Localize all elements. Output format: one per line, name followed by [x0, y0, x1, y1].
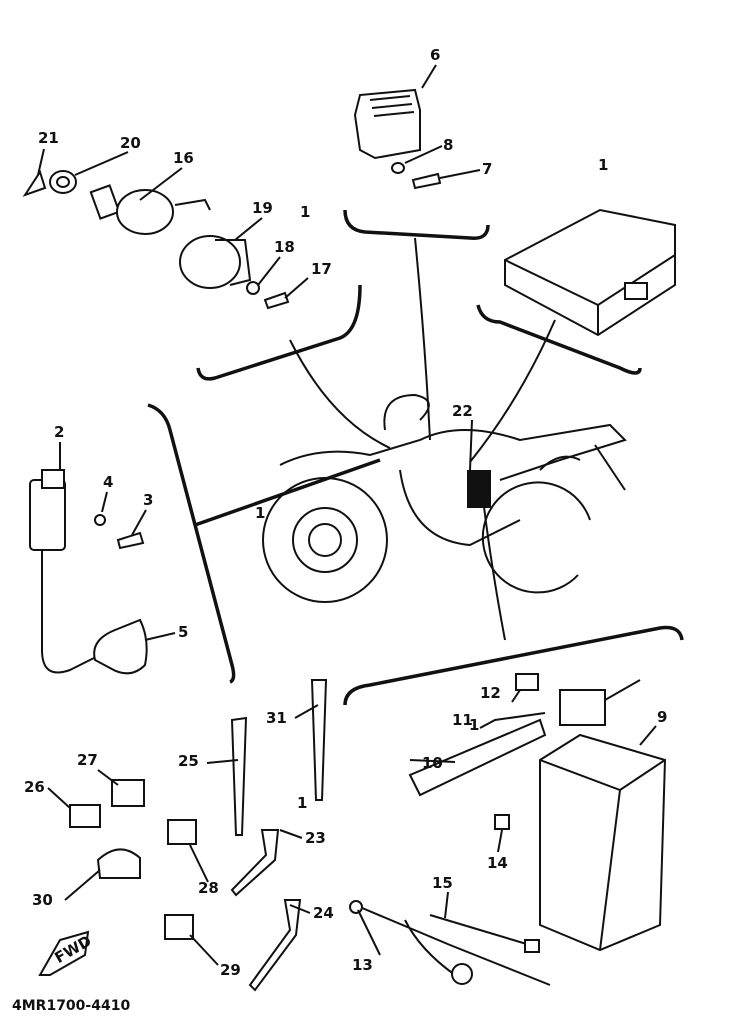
callout: 13	[352, 956, 373, 974]
callout: 1	[598, 156, 608, 174]
callout: 28	[198, 879, 219, 897]
bracket-cdi	[476, 304, 642, 375]
callout: 26	[24, 778, 45, 796]
bracket-ignition-coil	[147, 403, 236, 684]
callout: 3	[143, 491, 153, 509]
bands-and-clamps	[69, 679, 328, 992]
callout: 24	[313, 904, 334, 922]
callout: 11	[452, 711, 473, 729]
callouts: 1 1 1 1 1 2 3 4 5 6 7 8 9 10 11 12 13 14…	[24, 46, 667, 979]
callout: 6	[430, 46, 440, 64]
callout: 17	[311, 260, 332, 278]
callout: 23	[305, 829, 326, 847]
callout: 30	[32, 891, 53, 909]
group-brackets	[147, 209, 684, 706]
callout: 1	[255, 504, 265, 522]
callout: 4	[103, 473, 113, 491]
callout: 7	[482, 160, 492, 178]
motorcycle-outline	[262, 393, 627, 603]
bracket-main-switch	[196, 284, 362, 381]
callout: 21	[38, 129, 59, 147]
callout: 27	[77, 751, 98, 769]
bracket-rectifier	[343, 209, 490, 240]
leader-line	[289, 339, 391, 449]
callout: 15	[432, 874, 453, 892]
diagram-code: 4MR1700-4410	[12, 998, 130, 1014]
callout: 29	[220, 961, 241, 979]
ignition-coil	[29, 469, 148, 675]
callout: 20	[120, 134, 141, 152]
callout: 1	[297, 794, 307, 812]
bracket-battery	[343, 625, 684, 706]
callout: 14	[487, 854, 508, 872]
callout: 25	[178, 752, 199, 770]
callout-leaders	[37, 64, 657, 966]
rectifier-regulator	[353, 88, 442, 190]
callout: 31	[266, 709, 287, 727]
callout: 8	[443, 136, 453, 154]
callout: 1	[469, 716, 479, 734]
callout: 9	[657, 708, 667, 726]
callout: 18	[274, 238, 295, 256]
battery-location-mark	[467, 470, 491, 508]
callout: 19	[252, 199, 273, 217]
callout: 22	[452, 402, 473, 420]
callout: 1	[300, 203, 310, 221]
main-switch	[22, 169, 290, 310]
battery-area	[349, 673, 667, 986]
callout: 2	[54, 423, 64, 441]
callout: 5	[178, 623, 188, 641]
forward-arrow-icon: FWD	[38, 930, 95, 976]
callout: 12	[480, 684, 501, 702]
callout: 10	[422, 754, 443, 772]
cdi-unit	[504, 208, 676, 337]
callout: 16	[173, 149, 194, 167]
